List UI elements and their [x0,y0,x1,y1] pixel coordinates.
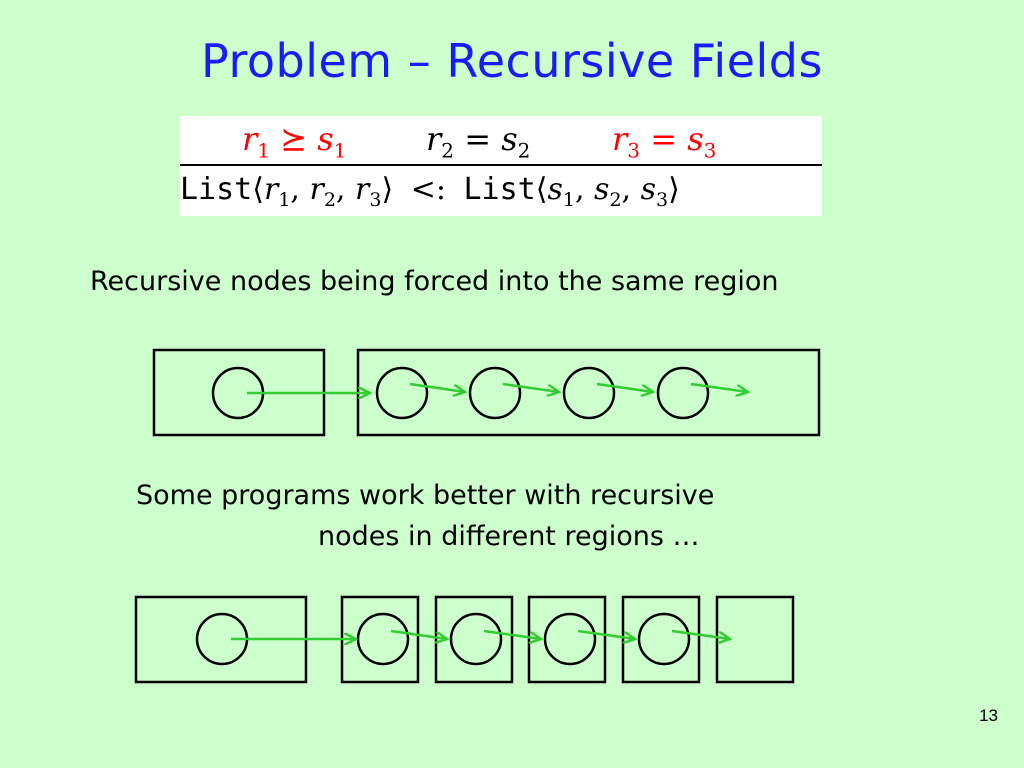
next-pointer-arrow [690,382,748,392]
right-list-type: List [463,172,536,207]
premise-1-left-sub: 1 [257,138,271,163]
node-circle [449,612,503,666]
right-arg-3: s [640,172,657,207]
premise-2-op: = [464,120,492,158]
premise-2-right-sub: 2 [517,138,531,163]
left-arg-2-sub: 2 [323,189,336,211]
same-region-diagram [152,348,821,437]
next-pointer-arrow [483,629,541,639]
next-pointer-arrow [671,629,730,639]
node-circle [656,366,710,420]
premise-1-left: r [242,120,258,158]
premise-2-right: s [501,120,518,158]
left-arg-1-sub: 1 [278,189,291,211]
right-angle-open: ⟨ [535,172,548,207]
premise-1-op: ⪰ [280,120,308,158]
node-circle [356,612,410,666]
premise-3-left: r [612,120,628,158]
premise-3: r3 = s3 [612,120,716,162]
rule-conclusion: List⟨r1, r2, r3⟩ <: List⟨s1, s2, s3⟩ [180,172,680,211]
right-arg-2-sub: 2 [609,189,622,211]
different-regions-diagram [134,595,795,684]
premise-1-right: s [317,120,334,158]
node-circle [562,366,616,420]
premise-2-left-sub: 2 [441,138,455,163]
premise-3-right: s [687,120,704,158]
node-circle [637,612,691,666]
subtype-relation: <: [410,172,446,207]
region-box [715,595,795,684]
node-circle [468,366,522,420]
inference-line [180,164,822,166]
premise-2: r2 = s2 [426,120,530,162]
node-circle [375,366,429,420]
left-arg-1: r [263,172,279,207]
premise-3-left-sub: 3 [627,138,641,163]
slide-title: Problem – Recursive Fields [201,34,823,88]
caption-different-regions-line2: nodes in different regions … [318,521,700,552]
left-angle-open: ⟨ [252,172,264,207]
premise-3-op: = [650,120,678,158]
left-arg-3: r [355,172,370,207]
next-pointer-arrow [577,629,635,639]
right-arg-1-sub: 1 [562,189,575,211]
node-circle [543,612,597,666]
right-arg-2: s [594,172,610,207]
right-arg-1: s [547,172,563,207]
premise-3-right-sub: 3 [703,138,717,163]
subtyping-rule: r1 ⪰ s1 r2 = s2 r3 = s3 List⟨r1, r2, r3⟩… [180,116,822,216]
left-arg-2: r [309,172,324,207]
rule-premises: r1 ⪰ s1 r2 = s2 r3 = s3 [180,116,822,162]
left-list-type: List [180,172,253,207]
next-pointer-arrow [502,382,559,392]
next-pointer-arrow [409,382,465,392]
next-pointer-arrow [596,382,653,392]
next-pointer-arrow [390,629,447,639]
right-arg-3-sub: 3 [656,189,669,211]
right-angle-close: ⟩ [668,172,680,207]
premise-1-right-sub: 1 [333,138,347,163]
caption-different-regions-line1: Some programs work better with recursive [136,480,715,511]
left-arg-3-sub: 3 [369,189,382,211]
premise-1: r1 ⪰ s1 [242,120,346,162]
page-number: 13 [979,706,998,725]
premise-2-left: r [426,120,442,158]
left-angle-close: ⟩ [381,172,394,207]
caption-same-region: Recursive nodes being forced into the sa… [90,266,779,297]
